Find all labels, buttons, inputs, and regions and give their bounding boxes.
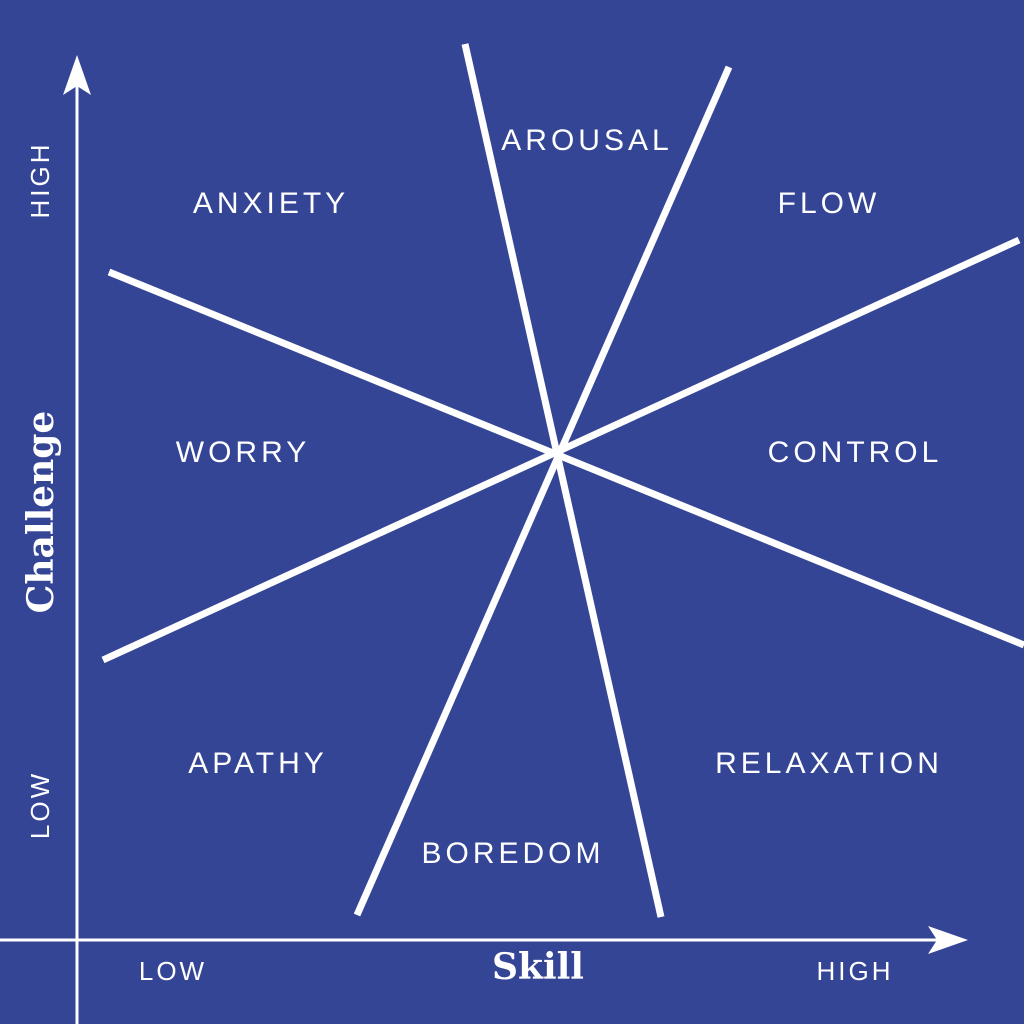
label-anxiety: ANXIETY <box>193 187 349 220</box>
y-axis-labels: HIGH Challenge LOW <box>20 142 62 840</box>
label-arousal: AROUSAL <box>501 124 672 157</box>
y-axis-arrow-icon <box>63 55 91 95</box>
x-axis-labels: LOW Skill HIGH <box>139 946 894 988</box>
y-axis-title: Challenge <box>20 411 62 614</box>
boundary-line-steep-a <box>461 43 665 918</box>
label-control: CONTROL <box>768 436 943 469</box>
x-axis-arrow-icon <box>928 926 968 954</box>
boundary-line-shallow-b <box>101 236 1021 664</box>
axes <box>0 55 968 1024</box>
boundary-line-steep-b <box>353 65 733 917</box>
x-axis-low-label: LOW <box>139 956 207 986</box>
label-apathy: APATHY <box>188 747 328 780</box>
label-flow: FLOW <box>778 187 881 220</box>
boundary-line-shallow-a <box>107 268 1024 649</box>
label-relaxation: RELAXATION <box>715 747 943 780</box>
y-axis-low-label: LOW <box>25 771 55 839</box>
y-axis-high-label: HIGH <box>25 142 55 219</box>
label-worry: WORRY <box>176 436 310 469</box>
state-labels: AROUSAL ANXIETY FLOW WORRY CONTROL APATH… <box>176 124 943 870</box>
x-axis-title: Skill <box>492 946 584 988</box>
boundary-lines <box>101 43 1024 918</box>
x-axis-high-label: HIGH <box>817 956 894 986</box>
label-boredom: BOREDOM <box>421 837 604 870</box>
